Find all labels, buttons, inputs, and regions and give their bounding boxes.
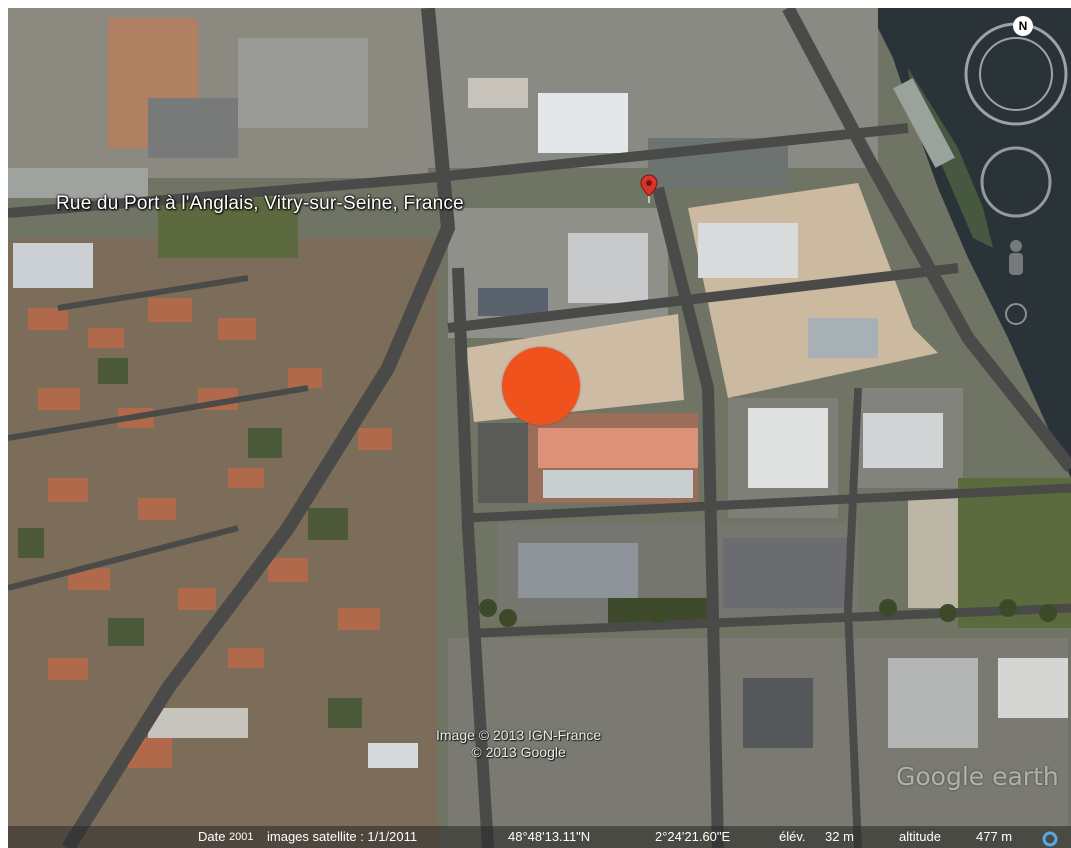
elevation-label: élév. — [779, 829, 806, 844]
imagery-date: images satellite : 1/1/2011 — [267, 829, 418, 844]
map-viewport[interactable]: Rue du Port à l'Anglais, Vitry-sur-Seine… — [8, 8, 1071, 848]
loading-indicator-icon — [1042, 831, 1058, 847]
status-bar: Date 2001 images satellite : 1/1/2011 48… — [8, 826, 1071, 848]
placemark-pin-icon[interactable] — [640, 174, 658, 204]
altitude-value: 477 m — [976, 829, 1013, 844]
satellite-imagery — [8, 8, 1071, 848]
compass-ring-icon[interactable] — [964, 22, 1068, 126]
altitude-label: altitude — [899, 829, 941, 844]
elevation-value: 32 m — [825, 829, 854, 844]
credit-line-ign: Image © 2013 IGN-France — [436, 727, 602, 743]
street-view-pegman-icon[interactable] — [1009, 240, 1023, 275]
date-label: Date — [198, 829, 226, 844]
look-joystick-icon[interactable] — [980, 146, 1052, 218]
placemark-label[interactable]: Rue du Port à l'Anglais, Vitry-sur-Seine… — [56, 193, 464, 214]
location-marker — [502, 347, 580, 425]
imagery-credits: Image © 2013 IGN-France © 2013 Google — [436, 727, 601, 761]
zoom-slider-icon[interactable] — [1005, 303, 1027, 325]
navigation-controls[interactable] — [960, 14, 1070, 334]
compass-north-badge[interactable]: N — [1013, 16, 1033, 36]
longitude-readout: 2°24'21.60"E — [655, 829, 731, 844]
credit-line-google: © 2013 Google — [471, 744, 566, 760]
date-year[interactable]: 2001 — [229, 831, 254, 843]
google-earth-logo: Google earth — [896, 762, 1059, 791]
latitude-readout: 48°48'13.11"N — [508, 829, 591, 844]
